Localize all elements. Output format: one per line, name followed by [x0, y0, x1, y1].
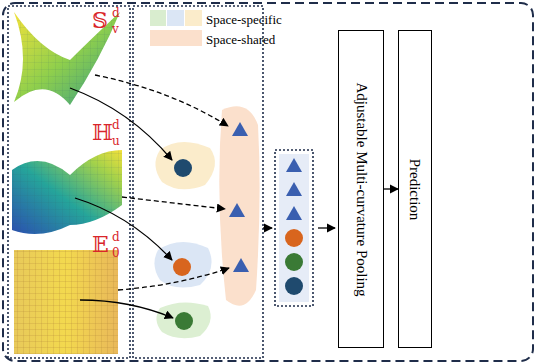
legend-text: Space-shared: [206, 33, 275, 46]
space-label: d: [112, 231, 120, 243]
legend-swatch: [167, 10, 184, 26]
node-text: Prediction: [407, 158, 424, 220]
space-label: d: [112, 7, 120, 19]
legend-swatch: [150, 30, 202, 46]
pooling-box: Adjustable Multi-curvature Pooling: [338, 30, 384, 348]
space-label: 0: [112, 247, 120, 259]
space-label: 𝔼: [92, 234, 109, 256]
legend-text: Space-specific: [206, 13, 282, 26]
space-label: d: [112, 119, 120, 131]
node-text: Adjustable Multi-curvature Pooling: [353, 82, 370, 296]
flow-arrow: [384, 188, 398, 189]
prediction-box: Prediction: [398, 30, 432, 348]
space-label: u: [112, 135, 120, 147]
space-label: v: [112, 23, 119, 35]
legend-swatch: [150, 10, 166, 26]
legend-swatch: [185, 10, 202, 26]
space-label: 𝕊: [92, 10, 108, 32]
space-label: ℍ: [92, 122, 113, 144]
